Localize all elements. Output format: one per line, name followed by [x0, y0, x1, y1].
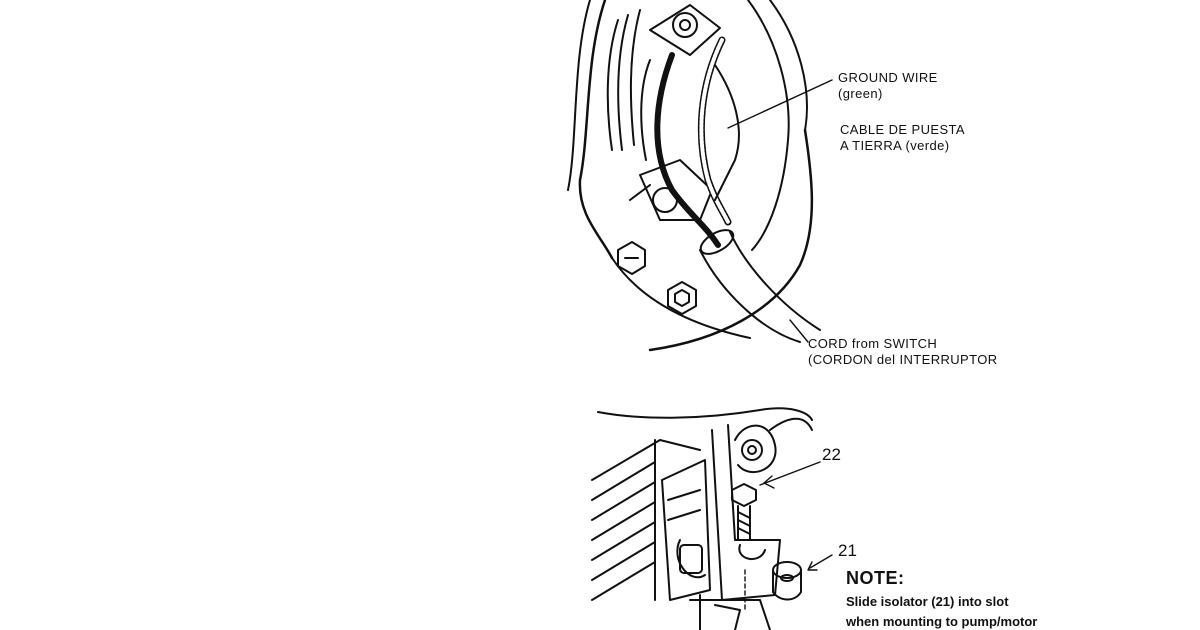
ground-wire-label-line2: (green) — [838, 86, 883, 101]
note-line-2: when mounting to pump/motor — [846, 614, 1038, 629]
motor-housing-drawing — [567, 0, 833, 352]
note-line-1: Slide isolator (21) into slot — [846, 594, 1009, 609]
cord-label-line1: CORD from SWITCH — [808, 336, 938, 351]
callout-22: 22 — [822, 445, 841, 464]
note-title: NOTE: — [846, 568, 905, 588]
ground-wire-label-es-line1: CABLE DE PUESTA — [840, 122, 965, 137]
ground-wire-label: GROUND WIRE (green) — [838, 70, 938, 102]
ground-wire-label-line1: GROUND WIRE — [838, 70, 938, 85]
ground-wire-label-es: CABLE DE PUESTA A TIERRA (verde) — [840, 122, 965, 154]
ground-wire-label-es-line2: A TIERRA (verde) — [840, 138, 950, 153]
cord-from-switch-label: CORD from SWITCH (CORDON del INTERRUPTOR — [808, 336, 998, 368]
callout-21: 21 — [838, 541, 857, 560]
motor-mount-drawing — [591, 407, 833, 630]
cord-label-line2: (CORDON del INTERRUPTOR — [808, 352, 998, 367]
